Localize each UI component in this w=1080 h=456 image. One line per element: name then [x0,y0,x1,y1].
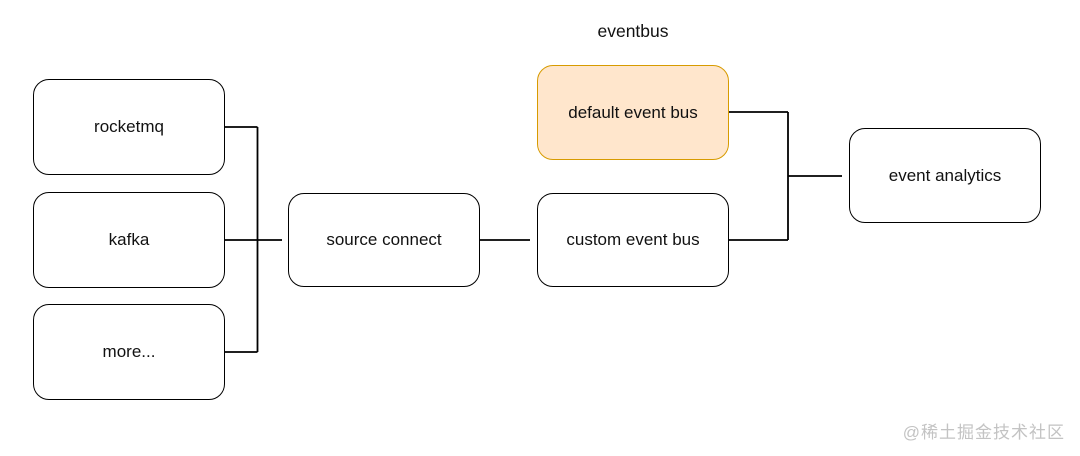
node-custom-event-bus: custom event bus [537,193,729,287]
node-rocketmq-label: rocketmq [94,117,164,136]
node-kafka-label: kafka [108,230,150,249]
eventbus-group-label: eventbus [597,21,669,41]
node-default-event-bus-label: default event bus [568,102,698,122]
node-default-event-bus: default event bus [537,65,729,160]
node-rocketmq: rocketmq [33,79,225,175]
node-event-analytics: event analytics [849,128,1041,223]
node-kafka: kafka [33,192,225,288]
node-source-connect-label: source connect [326,230,442,249]
node-event-analytics-label: event analytics [888,165,1002,185]
node-more: more... [33,304,225,400]
node-more-label: more... [102,342,156,361]
watermark: @稀土掘金技术社区 [902,423,1065,442]
node-source-connect: source connect [288,193,480,287]
node-custom-event-bus-label: custom event bus [566,230,700,249]
